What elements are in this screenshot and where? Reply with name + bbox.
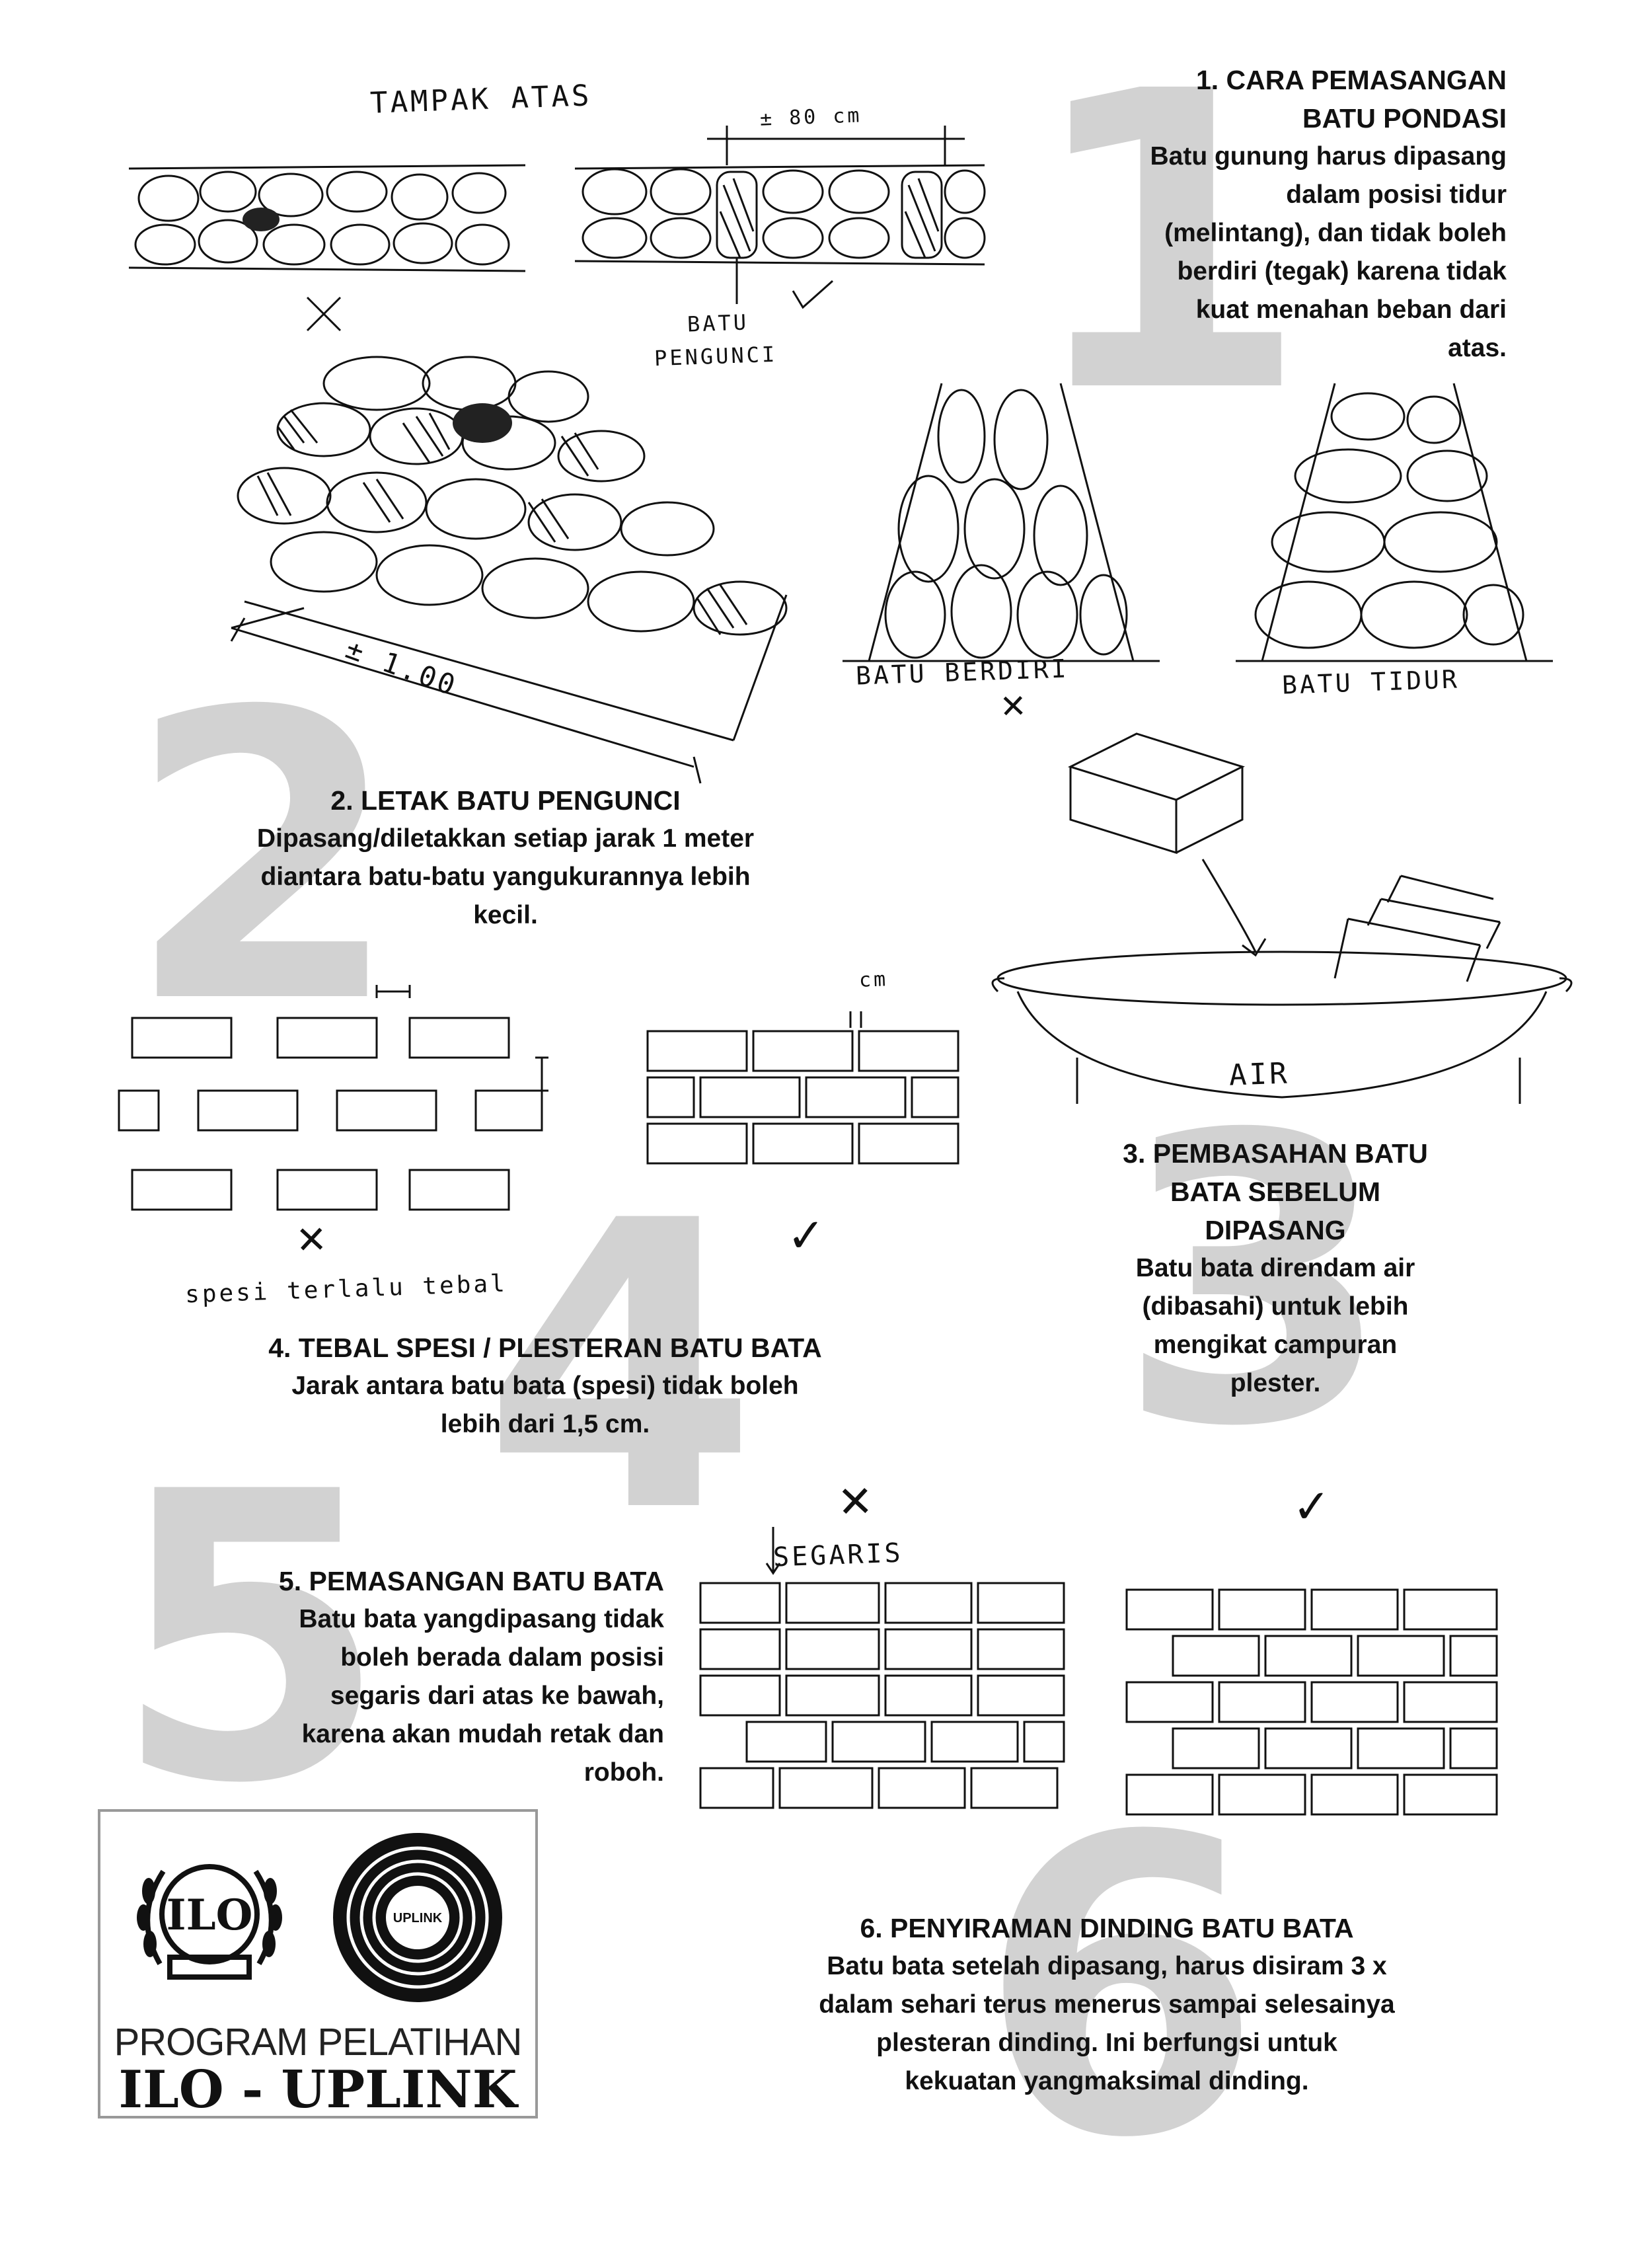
label-tampak-atas: TAMPAK ATAS bbox=[369, 79, 593, 120]
uplink-emblem-text: UPLINK bbox=[393, 1911, 443, 1925]
mark-wrong-mortar: ✕ bbox=[296, 1209, 329, 1264]
watermark-number-5: 5 bbox=[112, 1408, 389, 1870]
logo-ilo-uplink-text: ILO - UPLINK bbox=[118, 2060, 517, 2120]
label-spesi-terlalu-tebal: spesi terlalu tebal bbox=[184, 1270, 508, 1309]
section-3-title-2: BATA SEBELUM bbox=[1170, 1177, 1381, 1207]
section-5-body-4: karena akan mudah retak dan bbox=[301, 1720, 664, 1748]
section-5-body-2: boleh berada dalam posisi bbox=[340, 1643, 664, 1672]
section-6-caption: 6. PENYIRAMAN DINDING BATU BATA Batu bat… bbox=[661, 1909, 1553, 2101]
mark-right-bond: ✓ bbox=[1294, 1473, 1331, 1536]
section-5-body-5: roboh. bbox=[583, 1758, 664, 1787]
section-3-body-3: mengikat campuran bbox=[1153, 1331, 1398, 1359]
section-1-caption: 1. CARA PEMASANGAN BATU PONDASI Batu gun… bbox=[978, 61, 1507, 368]
label-batu-pengunci-2: PENGUNCI bbox=[654, 341, 778, 371]
section-1-body-5: kuat menahan beban dari bbox=[1195, 295, 1507, 324]
label-batu-pengunci-1: BATU bbox=[687, 309, 749, 337]
section-2-body-2: diantara batu-batu yangukurannya lebih bbox=[260, 863, 751, 891]
section-4-caption: 4. TEBAL SPESI / PLESTERAN BATU BATA Jar… bbox=[165, 1329, 925, 1444]
watermark-number-1: 1 bbox=[1024, 6, 1310, 483]
section-6-title: 6. PENYIRAMAN DINDING BATU BATA bbox=[860, 1913, 1354, 1943]
label-segaris: SEGARIS bbox=[772, 1537, 904, 1573]
section-3-title-3: DIPASANG bbox=[1205, 1215, 1346, 1245]
mark-wrong-standing: ✕ bbox=[1000, 680, 1029, 728]
label-dimension-top: ± 80 cm bbox=[759, 104, 863, 131]
watermark-number-3: 3 bbox=[1117, 1051, 1393, 1513]
uplink-emblem: UPLINK bbox=[333, 1833, 502, 2002]
section-4-body-1: Jarak antara batu bata (spesi) tidak bol… bbox=[291, 1372, 799, 1400]
sketch-stone-standing-wrong bbox=[843, 383, 1160, 694]
section-1-body-4: berdiri (tegak) karena tidak bbox=[1177, 257, 1507, 286]
sketch-bond-staggered-right bbox=[1123, 1586, 1507, 1824]
logo-program-text: PROGRAM PELATIHAN bbox=[114, 2021, 523, 2064]
watermark-number-6: 6 bbox=[978, 1751, 1263, 2228]
sketch-brick-soaking-tub bbox=[978, 727, 1586, 1137]
label-air: AIR bbox=[1228, 1056, 1291, 1093]
section-4-title: 4. TEBAL SPESI / PLESTERAN BATU BATA bbox=[268, 1333, 822, 1363]
sketch-top-view-right bbox=[575, 126, 985, 403]
mark-right-mortar: ✓ bbox=[788, 1202, 825, 1265]
section-3-title-1: 3. PEMBASAHAN BATU bbox=[1123, 1138, 1428, 1169]
sketch-top-view-wrong bbox=[129, 145, 525, 364]
section-6-body-1: Batu bata setelah dipasang, harus disira… bbox=[827, 1952, 1387, 1980]
section-1-title-1: 1. CARA PEMASANGAN bbox=[1195, 65, 1507, 95]
label-cm: cm bbox=[858, 968, 889, 992]
section-2-body-1: Dipasang/diletakkan setiap jarak 1 meter bbox=[256, 824, 755, 853]
section-2-caption: 2. LETAK BATU PENGUNCI Dipasang/diletakk… bbox=[132, 781, 879, 935]
ilo-emblem: ILO bbox=[137, 1864, 282, 1980]
section-3-body-1: Batu bata direndam air bbox=[1135, 1254, 1415, 1282]
section-2-title: 2. LETAK BATU PENGUNCI bbox=[330, 785, 681, 816]
section-6-body-4: kekuatan yangmaksimal dinding. bbox=[905, 2067, 1309, 2095]
section-1-title-2: BATU PONDASI bbox=[1302, 103, 1507, 134]
label-batu-tidur: BATU TIDUR bbox=[1281, 664, 1460, 700]
section-4-body-2: lebih dari 1,5 cm. bbox=[440, 1410, 650, 1438]
section-5-body-3: segaris dari atas ke bawah, bbox=[330, 1682, 664, 1710]
section-5-title: 5. PEMASANGAN BATU BATA bbox=[278, 1566, 664, 1596]
watermark-number-2: 2 bbox=[126, 628, 402, 1090]
sketch-stone-foundation-perspective bbox=[218, 344, 813, 793]
section-5-caption: 5. PEMASANGAN BATU BATA Batu bata yangdi… bbox=[119, 1562, 664, 1792]
section-6-body-2: dalam sehari terus menerus sampai selesa… bbox=[819, 1990, 1395, 2019]
ilo-uplink-logo: ILO UPLINK PROGRAM PELATIHAN ILO - UPLIN… bbox=[98, 1809, 538, 2120]
sketch-stone-lying-right bbox=[1236, 383, 1553, 694]
section-1-body-3: (melintang), dan tidak boleh bbox=[1164, 219, 1507, 247]
sketch-mortar-too-thick bbox=[112, 978, 562, 1256]
section-1-body-1: Batu gunung harus dipasang bbox=[1150, 142, 1507, 171]
mark-wrong-bond: ✕ bbox=[838, 1467, 875, 1530]
section-3-caption: 3. PEMBASAHAN BATU BATA SEBELUM DIPASANG… bbox=[1044, 1134, 1507, 1403]
section-2-body-3: kecil. bbox=[473, 901, 538, 929]
sketch-bond-aligned-wrong bbox=[697, 1580, 1067, 1844]
section-3-body-4: plester. bbox=[1230, 1369, 1321, 1397]
section-5-body-1: Batu bata yangdipasang tidak bbox=[299, 1605, 664, 1633]
ilo-emblem-text: ILO bbox=[167, 1890, 253, 1940]
section-3-body-2: (dibasahi) untuk lebih bbox=[1142, 1292, 1409, 1321]
section-6-body-3: plesteran dinding. Ini berfungsi untuk bbox=[876, 2029, 1337, 2057]
sketch-mortar-correct bbox=[644, 1011, 975, 1243]
watermark-number-4: 4 bbox=[482, 1137, 759, 1599]
section-1-body-6: atas. bbox=[1448, 334, 1507, 362]
section-1-body-2: dalam posisi tidur bbox=[1286, 180, 1507, 209]
